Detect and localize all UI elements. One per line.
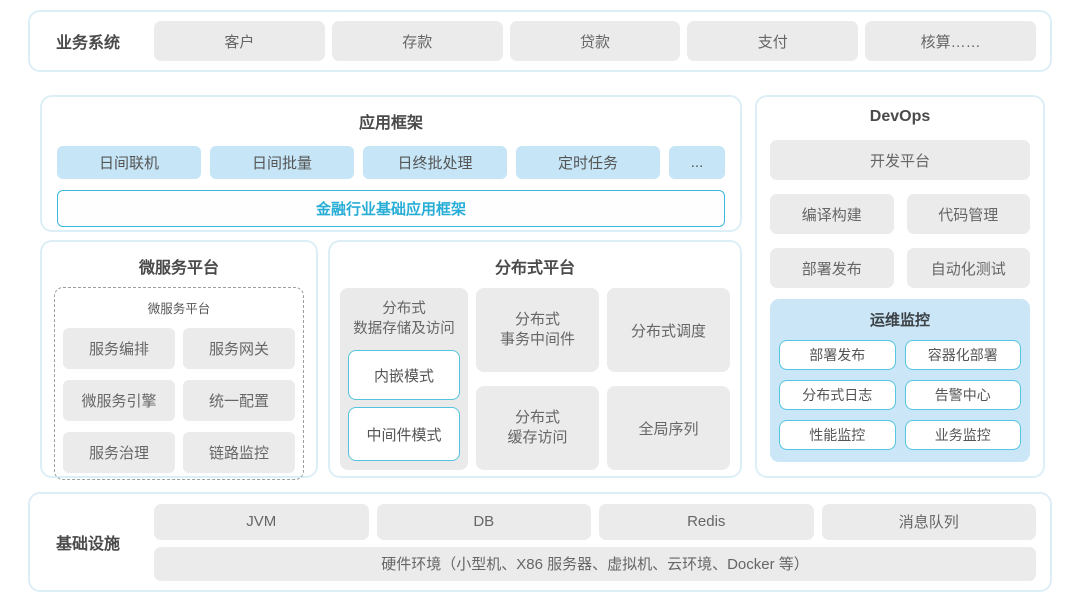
containerized-deployment-box: 容器化部署 <box>904 340 1021 370</box>
infrastructure-band: 基础设施 JVM DB Redis 消息队列 硬件环境（小型机、X86 服务器、… <box>28 492 1052 592</box>
micro-box-service-gateway: 服务网关 <box>183 328 295 369</box>
microservice-inner-panel: 微服务平台 服务编排 服务网关 微服务引擎 统一配置 服务治理 链路监控 <box>54 287 304 480</box>
message-queue-box: 消息队列 <box>821 503 1036 540</box>
biz-box-accounting: 核算…… <box>865 21 1036 61</box>
microservice-grid: 服务编排 服务网关 微服务引擎 统一配置 服务治理 链路监控 <box>63 328 295 473</box>
app-framework-card: 应用框架 日间联机 日间批量 日终批处理 定时任务 ... 金融行业基础应用框架 <box>40 95 742 232</box>
devops-row-1: 编译构建 代码管理 <box>770 194 1030 234</box>
business-systems-items: 客户 存款 贷款 支付 核算…… <box>154 21 1036 61</box>
micro-box-service-governance: 服务治理 <box>63 432 175 473</box>
automated-testing-box: 自动化测试 <box>906 248 1030 288</box>
distributed-platform-card: 分布式平台 分布式 数据存储及访问 内嵌模式 中间件模式 分布式 事务中间件 分… <box>328 240 742 478</box>
biz-box-customer: 客户 <box>154 21 325 61</box>
base-finance-framework-box: 金融行业基础应用框架 <box>57 190 725 227</box>
app-framework-items: 日间联机 日间批量 日终批处理 定时任务 ... <box>57 146 725 179</box>
micro-box-unified-config: 统一配置 <box>183 380 295 421</box>
micro-box-microservice-engine: 微服务引擎 <box>63 380 175 421</box>
infrastructure-items: JVM DB Redis 消息队列 硬件环境（小型机、X86 服务器、虚拟机、云… <box>154 503 1036 581</box>
hardware-environment-box: 硬件环境（小型机、X86 服务器、虚拟机、云环境、Docker 等） <box>154 546 1036 581</box>
distributed-scheduling-box: 分布式调度 <box>607 288 730 372</box>
ops-monitoring-panel: 运维监控 部署发布 容器化部署 分布式日志 告警中心 性能监控 业务监控 <box>770 299 1030 462</box>
middleware-mode-box: 中间件模式 <box>348 407 460 462</box>
global-sequence-box: 全局序列 <box>607 386 730 470</box>
distributed-grid: 分布式 数据存储及访问 内嵌模式 中间件模式 分布式 事务中间件 分布式 缓存访… <box>340 288 730 470</box>
distributed-storage-box: 分布式 数据存储及访问 内嵌模式 中间件模式 <box>340 288 468 470</box>
app-box-more: ... <box>669 146 725 179</box>
infrastructure-label: 基础设施 <box>55 536 120 553</box>
micro-box-service-orchestration: 服务编排 <box>63 328 175 369</box>
db-box: DB <box>376 503 591 540</box>
app-box-eod-batch: 日终批处理 <box>363 146 507 179</box>
jvm-box: JVM <box>154 503 369 540</box>
business-systems-label: 业务系统 <box>55 35 120 52</box>
infrastructure-row: JVM DB Redis 消息队列 <box>154 503 1036 540</box>
microservice-inner-title: 微服务平台 <box>147 302 211 316</box>
micro-box-link-monitoring: 链路监控 <box>183 432 295 473</box>
redis-box: Redis <box>599 503 814 540</box>
biz-box-loan: 贷款 <box>509 21 681 61</box>
microservice-platform-card: 微服务平台 微服务平台 服务编排 服务网关 微服务引擎 统一配置 服务治理 链路… <box>40 240 318 480</box>
app-framework-title: 应用框架 <box>358 115 423 132</box>
app-box-scheduled-task: 定时任务 <box>516 146 660 179</box>
biz-box-deposit: 存款 <box>331 21 503 61</box>
alert-center-box: 告警中心 <box>904 380 1021 410</box>
biz-box-payment: 支付 <box>687 21 859 61</box>
deploy-release-box: 部署发布 <box>770 248 894 288</box>
monitor-deploy-release-box: 部署发布 <box>779 340 896 370</box>
compile-build-box: 编译构建 <box>770 194 894 234</box>
code-management-box: 代码管理 <box>906 194 1030 234</box>
devops-row-2: 部署发布 自动化测试 <box>770 248 1030 288</box>
business-monitoring-box: 业务监控 <box>904 420 1021 450</box>
dev-platform-box: 开发平台 <box>770 140 1030 180</box>
app-box-daytime-online: 日间联机 <box>57 146 201 179</box>
ops-monitoring-grid: 部署发布 容器化部署 分布式日志 告警中心 性能监控 业务监控 <box>779 340 1021 450</box>
distributed-col-2: 分布式 事务中间件 分布式 缓存访问 <box>476 288 599 470</box>
embedded-mode-box: 内嵌模式 <box>348 350 460 401</box>
microservice-platform-title: 微服务平台 <box>138 260 219 277</box>
devops-card: DevOps 开发平台 编译构建 代码管理 部署发布 自动化测试 运维监控 部署… <box>755 95 1045 478</box>
devops-title: DevOps <box>869 108 931 125</box>
app-box-daytime-batch: 日间批量 <box>210 146 354 179</box>
distributed-logging-box: 分布式日志 <box>779 380 896 410</box>
distributed-platform-title: 分布式平台 <box>494 260 575 277</box>
distributed-transaction-middleware-box: 分布式 事务中间件 <box>476 288 599 372</box>
distributed-cache-access-box: 分布式 缓存访问 <box>476 386 599 470</box>
performance-monitoring-box: 性能监控 <box>779 420 896 450</box>
distributed-col-3: 分布式调度 全局序列 <box>607 288 730 470</box>
ops-monitoring-title: 运维监控 <box>869 312 930 329</box>
distributed-storage-label: 分布式 数据存储及访问 <box>353 301 455 337</box>
business-systems-band: 业务系统 客户 存款 贷款 支付 核算…… <box>28 10 1052 72</box>
